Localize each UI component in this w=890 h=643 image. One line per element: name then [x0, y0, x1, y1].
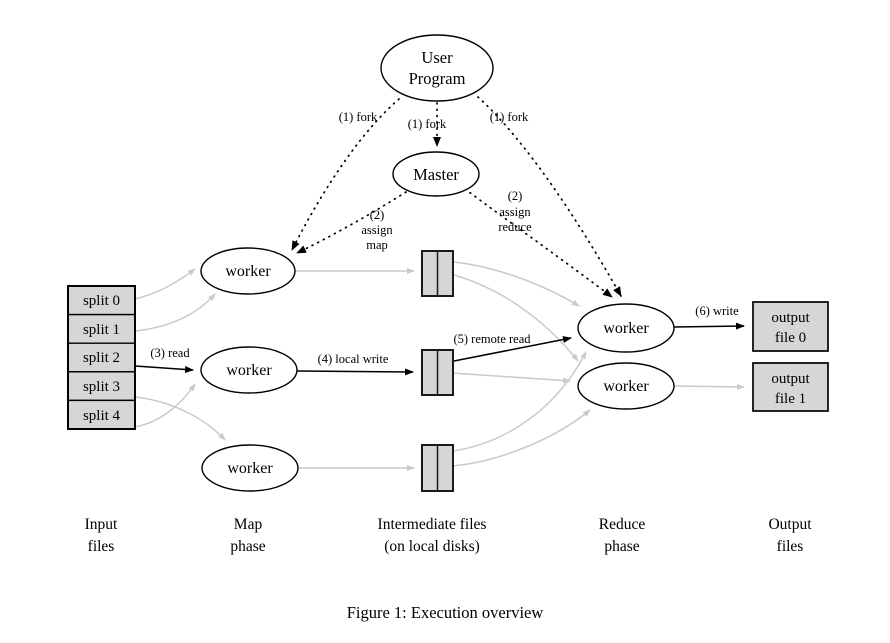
assign-reduce-label-line2: assign	[499, 205, 531, 219]
map-worker1-ellipse	[200, 247, 296, 295]
reduce-worker-2: worker	[577, 362, 675, 410]
master-label: Master	[413, 165, 459, 184]
column-intermediate-line1: Intermediate files	[378, 516, 487, 533]
master-node: Master	[392, 151, 480, 197]
figure-caption: Figure 1: Execution overview	[347, 603, 544, 622]
fork-left-label: (1) fork	[339, 110, 378, 124]
output-box-1	[752, 362, 829, 412]
column-input-line1: Input	[85, 516, 118, 533]
worker-label: worker	[603, 378, 649, 395]
column-map-line2: phase	[230, 538, 265, 555]
reduce-worker2-ellipse	[577, 362, 675, 410]
output0-label-line2: file 0	[775, 330, 806, 346]
output-box-0	[752, 301, 829, 352]
edge-intermediate2-to-reduce-worker2	[451, 372, 571, 384]
read-label: (3) read	[150, 346, 190, 360]
edge-fork-right	[477, 96, 622, 297]
edge-intermediate3-to-reduce-worker2	[451, 409, 591, 467]
edge-split0-to-map-worker1	[134, 268, 196, 300]
assign-reduce-label-line1: (2)	[508, 189, 523, 203]
column-output-line2: files	[777, 538, 804, 555]
worker-label: worker	[226, 362, 272, 379]
reduce-worker1-ellipse	[577, 303, 675, 353]
column-input-line2: files	[88, 538, 115, 555]
edge-split4-to-map-worker2	[134, 383, 196, 428]
map-worker2-ellipse	[200, 346, 298, 394]
fork-right-label: (1) fork	[490, 110, 529, 124]
output1-label-line2: file 1	[775, 391, 806, 407]
edge-assign-reduce	[464, 188, 613, 298]
edge-intermediate1-to-reduce-worker2	[453, 274, 579, 362]
output1-label-line1: output	[771, 371, 810, 387]
edge-fork-left	[291, 98, 400, 251]
split-label: split 0	[83, 293, 120, 309]
edge-read	[134, 365, 194, 373]
map-worker-3: worker	[201, 444, 299, 492]
map-worker-1: worker	[200, 247, 296, 295]
split-label: split 4	[83, 408, 121, 424]
split-stack-border	[67, 285, 136, 430]
remote-read-label: (5) remote read	[453, 332, 531, 346]
fork-center-label: (1) fork	[408, 117, 447, 131]
edge-intermediate1-to-reduce-worker1	[453, 261, 580, 307]
worker-label: worker	[227, 460, 273, 477]
local-write-label: (4) local write	[318, 352, 389, 366]
worker-label: worker	[225, 263, 271, 280]
edge-remote-read	[453, 336, 572, 362]
map-worker3-ellipse	[201, 444, 299, 492]
column-output-line1: Output	[768, 516, 812, 533]
reduce-worker-1: worker	[577, 303, 675, 353]
output-file-1: output file 1	[752, 362, 829, 412]
column-reduce-line2: phase	[604, 538, 639, 555]
user-program-label-line2: Program	[409, 69, 466, 88]
assign-map-label-line3: map	[366, 238, 388, 252]
user-program-label-line1: User	[421, 48, 453, 67]
assign-map-label-line2: assign	[361, 223, 393, 237]
edge-reduce-worker2-to-output1	[673, 383, 745, 390]
split-box-2	[67, 342, 136, 373]
output0-label-line1: output	[771, 310, 810, 326]
intermediate-file-1	[421, 250, 454, 297]
column-reduce-line1: Reduce	[599, 516, 646, 533]
intermediate-file-3	[421, 444, 454, 492]
input-splits: split 0 split 1 split 2 split 3 split 4	[67, 285, 136, 430]
edge-assign-map	[296, 191, 407, 254]
edge-intermediate3-to-reduce-worker1	[452, 351, 587, 452]
split-label: split 2	[83, 350, 120, 366]
edge-split3-to-map-worker3	[134, 396, 226, 441]
split-label: split 1	[83, 322, 120, 338]
user-program-ellipse	[380, 34, 494, 102]
edge-local-write	[296, 368, 414, 376]
split-box-4	[67, 399, 136, 430]
column-intermediate-line2: (on local disks)	[384, 538, 480, 555]
worker-label: worker	[603, 320, 649, 337]
output-file-0: output file 0	[752, 301, 829, 352]
master-ellipse	[392, 151, 480, 197]
intermediate-file-2	[421, 349, 454, 396]
column-map-line1: Map	[234, 516, 263, 533]
assign-map-label-line1: (2)	[370, 208, 385, 222]
user-program-node: User Program	[380, 34, 494, 102]
map-worker-2: worker	[200, 346, 298, 394]
split-label: split 3	[83, 379, 120, 395]
assign-reduce-label-line3: reduce	[498, 220, 532, 234]
edge-write	[673, 322, 745, 330]
write-label: (6) write	[695, 304, 739, 318]
edge-split1-to-map-worker1	[134, 293, 216, 332]
